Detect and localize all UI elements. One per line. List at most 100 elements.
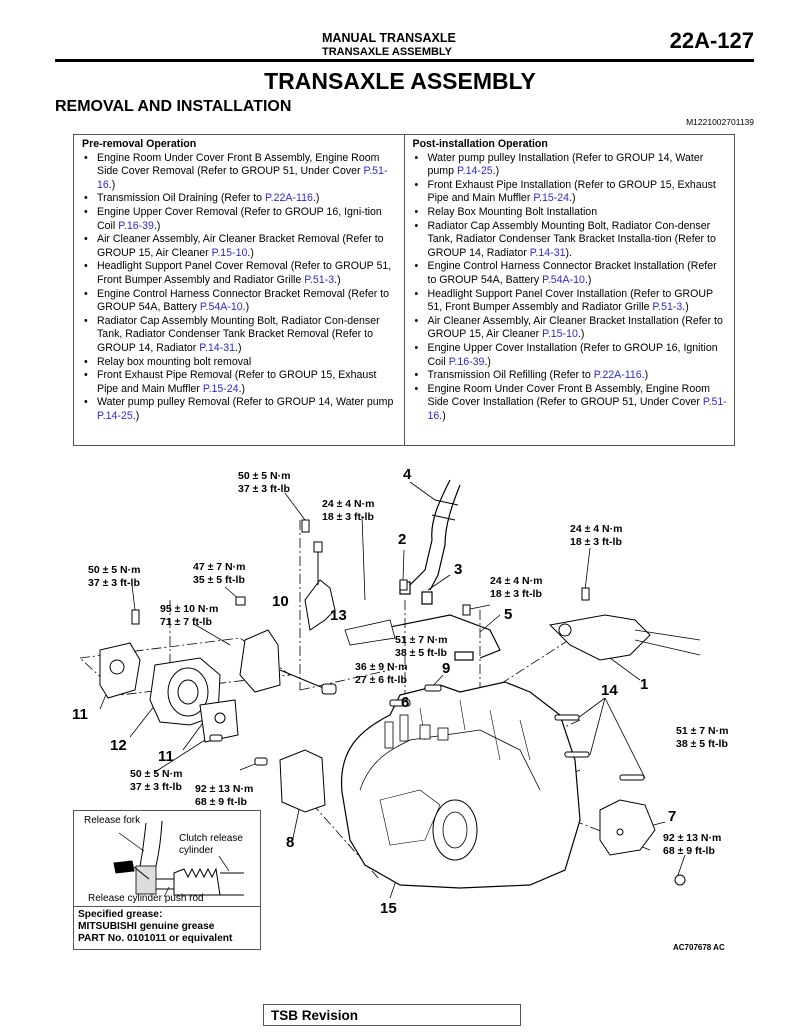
torque-ftlb: 37 ± 3 ft-lb: [88, 577, 140, 589]
operation-text: Water pump pulley Installation (Refer to…: [427, 151, 704, 178]
operation-text: Relay Box Mounting Bolt Installation: [427, 205, 598, 218]
bracket-7: [599, 799, 656, 856]
torque-nm: 50 ± 5 N·m: [238, 470, 291, 482]
pre-removal-list: Engine Room Under Cover Front B Assembly…: [82, 152, 398, 424]
part-number: 11: [158, 748, 174, 765]
torque-nm: 36 ± 9 N·m: [355, 661, 408, 673]
operation-text: Engine Control Harness Connector Bracket…: [97, 287, 390, 314]
transaxle-case: [340, 681, 581, 889]
grease-note-line: PART No. 0101011 or equivalent: [78, 933, 233, 944]
page-reference-link[interactable]: P.15-10: [542, 328, 578, 341]
part-number: 6: [401, 694, 410, 711]
torque-nm: 92 ± 13 N·m: [663, 832, 722, 844]
page-number: 22A-127: [669, 28, 754, 53]
operation-item: Headlight Support Panel Cover Removal (R…: [82, 260, 398, 287]
bracket-8: [279, 749, 326, 813]
operation-item: Headlight Support Panel Cover Installati…: [413, 288, 729, 315]
page-reference-link[interactable]: P.22A-116: [593, 369, 642, 382]
torque-nm: 50 ± 5 N·m: [130, 768, 183, 780]
operation-item: Water pump pulley Removal (Refer to GROU…: [82, 396, 398, 423]
pre-removal-heading: Pre-removal Operation: [82, 138, 197, 150]
section-title: MANUAL TRANSAXLE: [322, 31, 456, 45]
torque-ftlb: 38 ± 5 ft-lb: [395, 647, 447, 659]
document-id: M1221002701139: [686, 117, 754, 127]
page-reference-link[interactable]: P.15-24: [202, 382, 239, 395]
torque-nm: 50 ± 5 N·m: [88, 564, 141, 576]
push-rod-label: Release cylinder push rod: [88, 893, 204, 904]
part-number: 14: [601, 682, 618, 699]
torque-ftlb: 18 ± 3 ft-lb: [490, 588, 542, 600]
page-reference-link[interactable]: P.22A-116: [264, 192, 313, 205]
section-header: MANUAL TRANSAXLE TRANSAXLE ASSEMBLY: [322, 31, 456, 59]
page-reference-link[interactable]: P.15-10: [211, 246, 248, 259]
operation-text: Engine Upper Cover Removal (Refer to GRO…: [97, 205, 382, 232]
operation-text-tail: .): [108, 178, 116, 191]
tsb-revision-box: TSB Revision: [263, 1004, 521, 1026]
part-number: 12: [110, 737, 127, 754]
post-installation-heading: Post-installation Operation: [412, 138, 548, 150]
hoses: [399, 479, 461, 605]
bracket-10: [239, 629, 337, 695]
operation-item: Air Cleaner Assembly, Air Cleaner Bracke…: [82, 233, 398, 260]
operation-text-tail: .): [569, 192, 576, 205]
page-reference-link[interactable]: P.54A-10: [542, 273, 585, 286]
operation-item: Relay box mounting bolt removal: [82, 356, 398, 370]
operation-text-tail: .): [682, 301, 689, 314]
inset-figure: Release fork Clutch release cylinder Rel…: [74, 811, 260, 907]
page-reference-link[interactable]: P.51-3: [304, 273, 335, 286]
header-rule: [55, 59, 754, 62]
operation-text-tail: .): [577, 328, 585, 341]
operation-text-tail: .): [242, 301, 250, 314]
page-reference-link[interactable]: P.15-24: [533, 192, 570, 205]
torque-nm: 92 ± 13 N·m: [195, 783, 254, 795]
page-subtitle: REMOVAL AND INSTALLATION: [55, 98, 292, 115]
page-reference-link[interactable]: P.14-25: [97, 409, 133, 422]
page-reference-link[interactable]: P.14-31: [529, 246, 566, 259]
operation-text-tail: .): [312, 192, 320, 205]
subsection-title: TRANSAXLE ASSEMBLY: [322, 46, 452, 58]
torque-ftlb: 71 ± 7 ft-lb: [160, 616, 212, 628]
part-number: 5: [504, 606, 513, 623]
page-reference-link[interactable]: P.54A-10: [199, 301, 243, 314]
operation-text: Transmission Oil Refilling (Refer to: [427, 369, 594, 382]
operation-text: Relay box mounting bolt removal: [97, 355, 252, 368]
operation-text-tail: .): [484, 355, 491, 368]
operation-item: Front Exhaust Pipe Installation (Refer t…: [413, 179, 729, 206]
operation-item: Engine Room Under Cover Front B Assembly…: [82, 152, 398, 193]
release-fork-label: Release fork: [84, 815, 141, 826]
operation-item: Transmission Oil Draining (Refer to P.22…: [82, 192, 398, 206]
page-reference-link[interactable]: P.16-39: [448, 355, 485, 368]
page-reference-link[interactable]: P.51-16: [97, 165, 388, 191]
part-number: 15: [380, 900, 397, 917]
operation-text-tail: .): [238, 382, 246, 395]
torque-ftlb: 68 ± 9 ft-lb: [195, 796, 247, 808]
page-reference-link[interactable]: P.51-16: [427, 396, 727, 422]
operation-text-tail: .): [334, 273, 341, 286]
page-reference-link[interactable]: P.16-39: [118, 219, 154, 232]
engine-mount: [99, 642, 239, 743]
grease-note-line: MITSUBISHI genuine grease: [78, 921, 215, 932]
operation-item: Relay Box Mounting Bolt Installation: [413, 206, 729, 220]
torque-nm: 47 ± 7 N·m: [193, 561, 246, 573]
operations-table: Pre-removal Operation Engine Room Under …: [73, 134, 735, 446]
post-installation-column: Post-installation Operation Water pump p…: [403, 135, 735, 445]
page-reference-link[interactable]: P.14-31: [199, 341, 236, 354]
page-reference-link[interactable]: P.51-3: [652, 301, 683, 314]
torque-nm: 24 ± 4 N·m: [322, 498, 375, 510]
page-reference-link[interactable]: P.14-25: [456, 165, 493, 178]
operation-text-tail: .): [439, 409, 446, 422]
operation-item: Engine Control Harness Connector Bracket…: [413, 260, 729, 287]
operation-text-tail: ).: [565, 246, 572, 259]
part-number: 10: [272, 593, 289, 610]
bolts: [131, 519, 686, 886]
part-number: 13: [330, 607, 347, 624]
